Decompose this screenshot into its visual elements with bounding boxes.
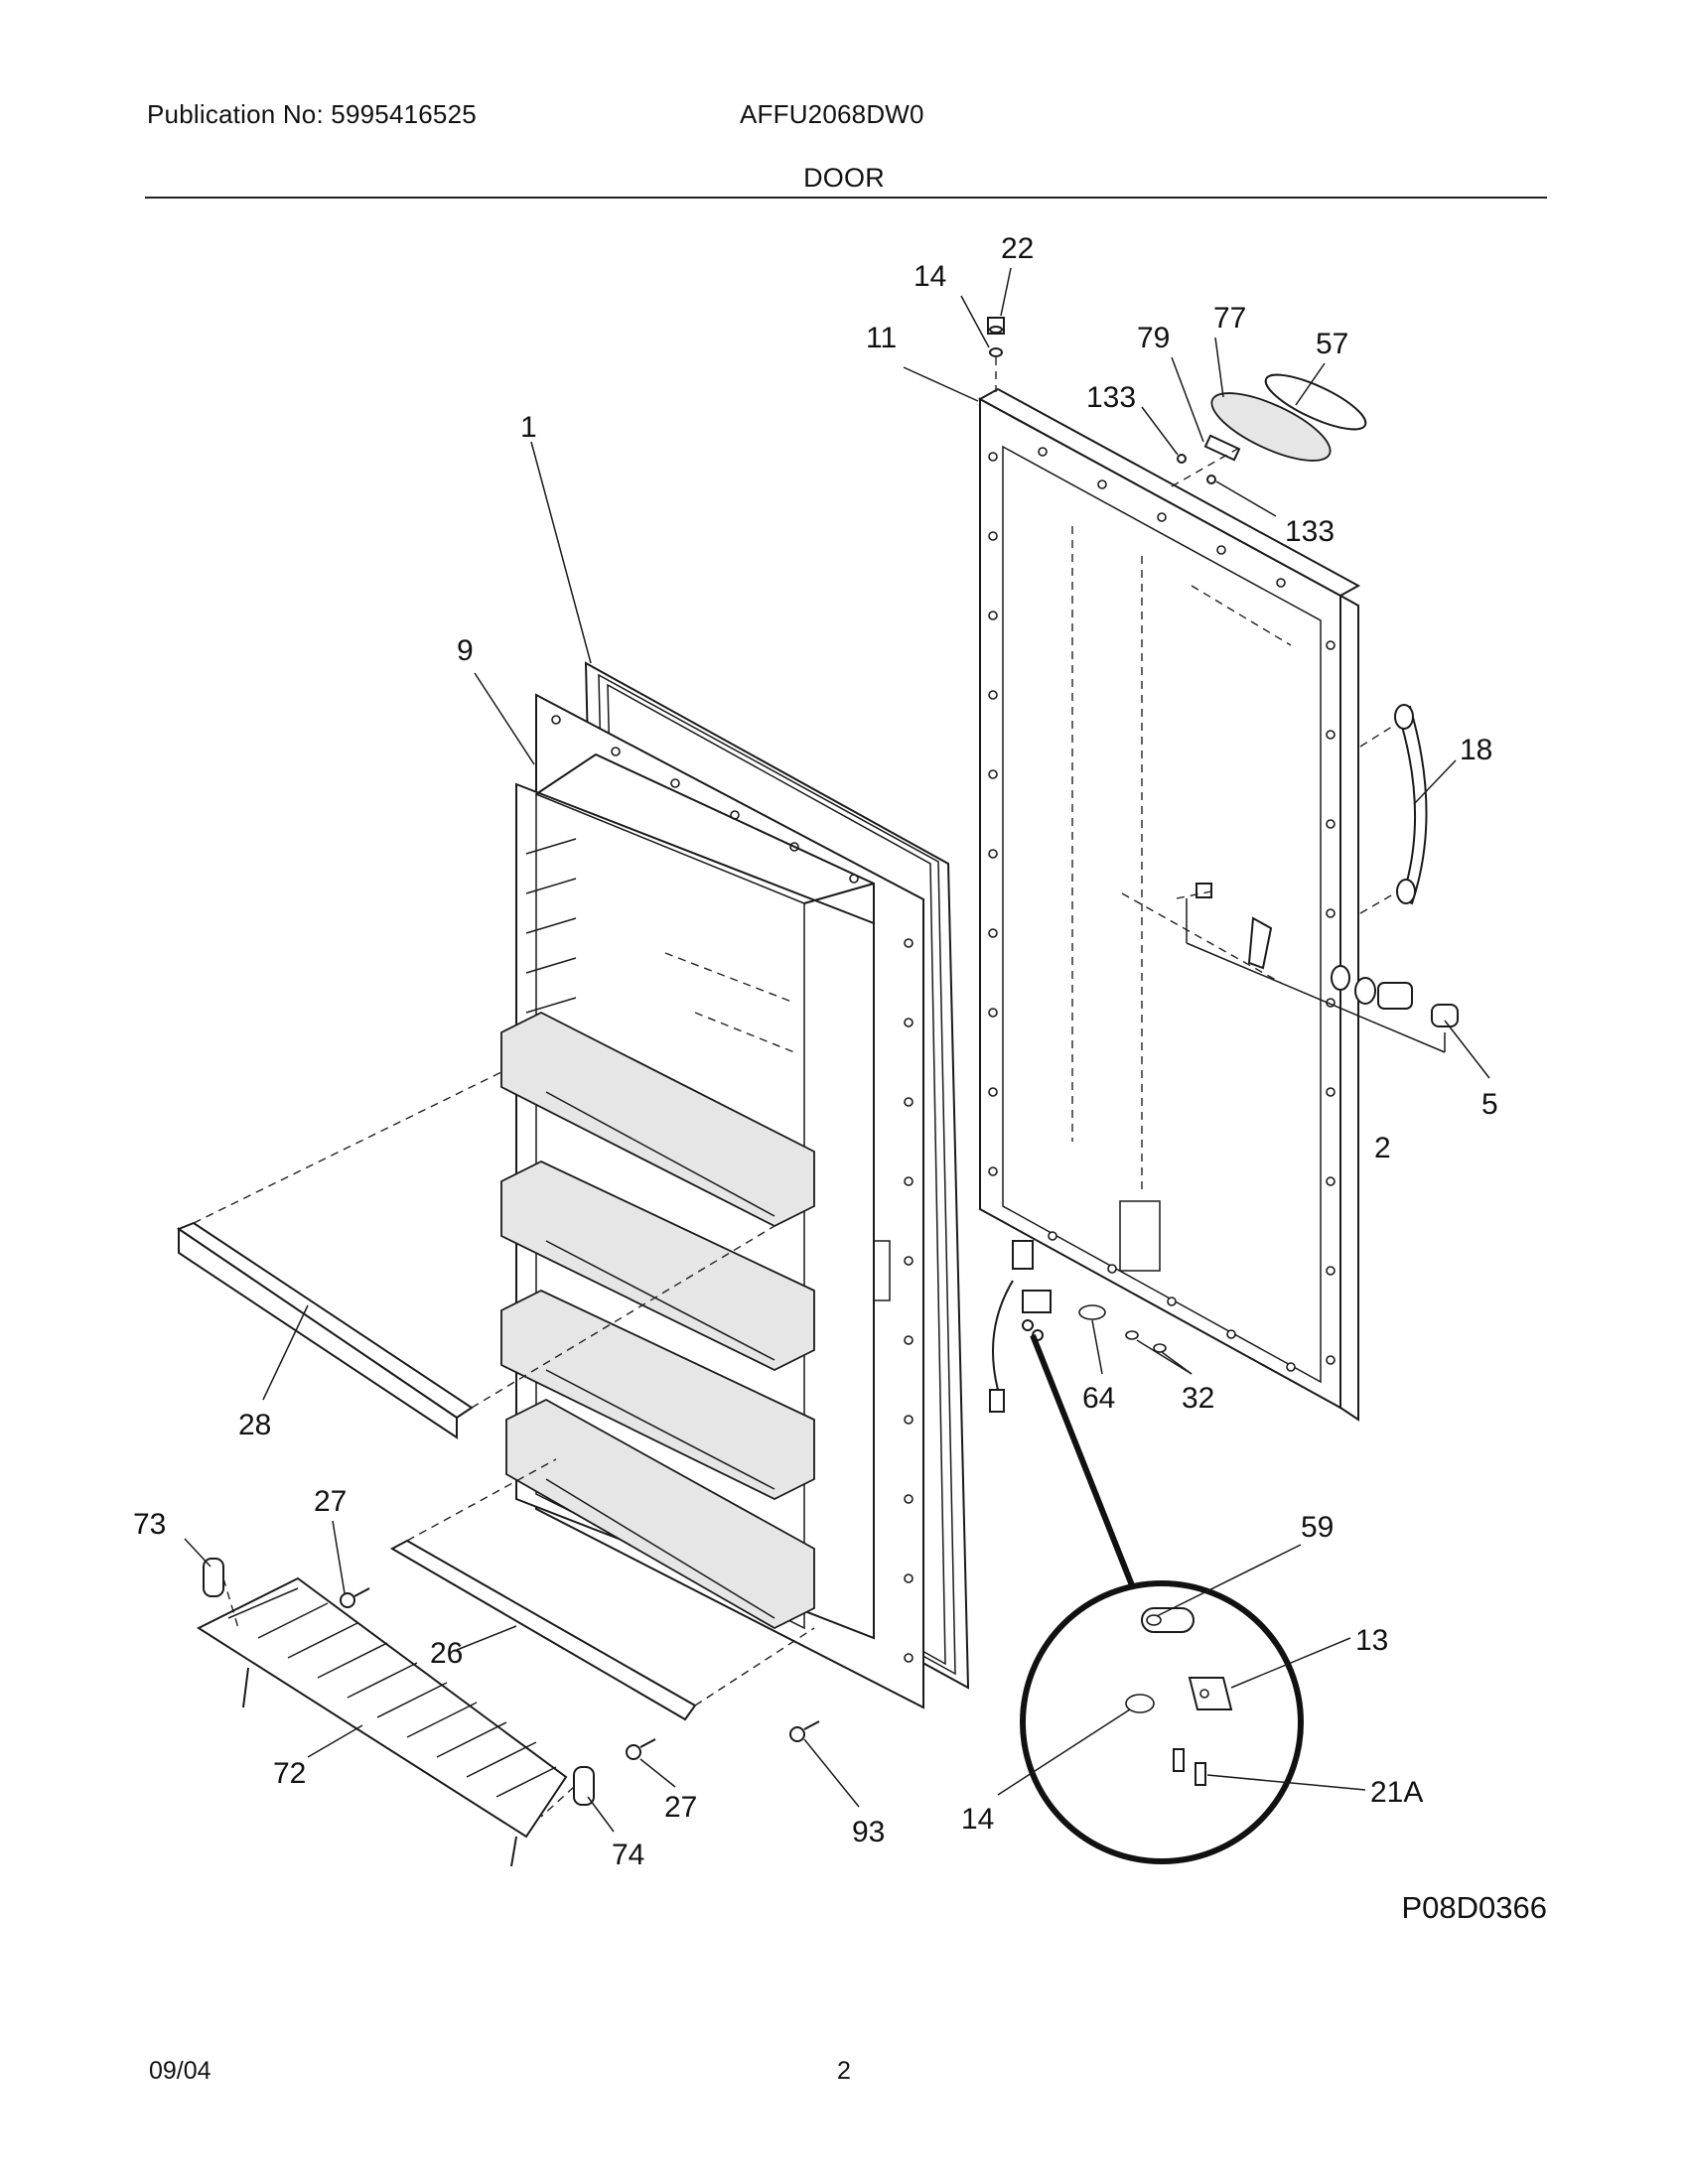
callout-5: 5 <box>1481 1088 1498 1121</box>
callout-73: 73 <box>133 1508 166 1541</box>
leader-lines <box>184 267 1490 1833</box>
callout-64: 64 <box>1082 1382 1115 1415</box>
callout-1: 1 <box>520 411 537 444</box>
publication-date: 09/04 <box>149 2057 211 2085</box>
detail-inset <box>1020 1333 1304 1864</box>
callout-133-upper: 133 <box>1086 381 1136 414</box>
callout-21A: 21A <box>1370 1776 1423 1809</box>
callout-22: 22 <box>1001 232 1034 265</box>
light-assembly <box>1171 373 1367 487</box>
callout-32: 32 <box>1182 1382 1214 1415</box>
screw-93 <box>789 1720 820 1742</box>
callout-14-top: 14 <box>914 260 946 293</box>
callout-59: 59 <box>1301 1511 1334 1544</box>
callout-27-upper: 27 <box>314 1485 347 1518</box>
publication-number: Publication No: 5995416525 <box>147 99 477 129</box>
shelf-rail-28 <box>176 1071 775 1439</box>
page-number: 2 <box>837 2057 851 2085</box>
outer-door-panel <box>977 387 1361 1422</box>
basket-clip-73 <box>203 1558 239 1629</box>
liner-holes <box>551 715 914 1663</box>
callout-133-lower: 133 <box>1285 515 1335 548</box>
basket-clip-74 <box>540 1766 595 1818</box>
callout-79: 79 <box>1137 322 1170 354</box>
model-number: AFFU2068DW0 <box>740 99 924 129</box>
callout-14-inset: 14 <box>961 1803 994 1836</box>
callout-72: 72 <box>273 1757 306 1790</box>
callout-28: 28 <box>238 1409 271 1441</box>
inner-door-liner <box>500 693 924 1709</box>
callout-2: 2 <box>1374 1132 1391 1164</box>
callout-77: 77 <box>1213 302 1246 335</box>
callout-27-lower: 27 <box>664 1791 697 1824</box>
callout-11: 11 <box>866 322 897 354</box>
callout-labels: 22 14 77 57 11 79 133 133 1 9 18 5 2 28 … <box>133 232 1498 1871</box>
door-basket <box>196 1576 568 1867</box>
section-title: DOOR <box>803 163 885 193</box>
shelf-rail-26 <box>389 1458 815 1721</box>
door-handle <box>1359 704 1428 914</box>
lock-assembly <box>1176 883 1459 1053</box>
header-rule <box>145 197 1547 199</box>
callout-74: 74 <box>612 1839 644 1871</box>
callout-13: 13 <box>1355 1624 1388 1657</box>
callout-9: 9 <box>457 634 474 667</box>
screw-27-upper <box>340 1587 370 1608</box>
callout-18: 18 <box>1460 734 1492 766</box>
callout-93: 93 <box>852 1816 885 1848</box>
callout-26: 26 <box>430 1637 463 1670</box>
top-hinge-parts <box>987 317 1005 392</box>
callout-57: 57 <box>1316 328 1348 360</box>
diagram-code: P08D0366 <box>1401 1890 1547 1925</box>
screw-27-lower <box>626 1738 656 1760</box>
door-panel-holes <box>988 447 1336 1372</box>
